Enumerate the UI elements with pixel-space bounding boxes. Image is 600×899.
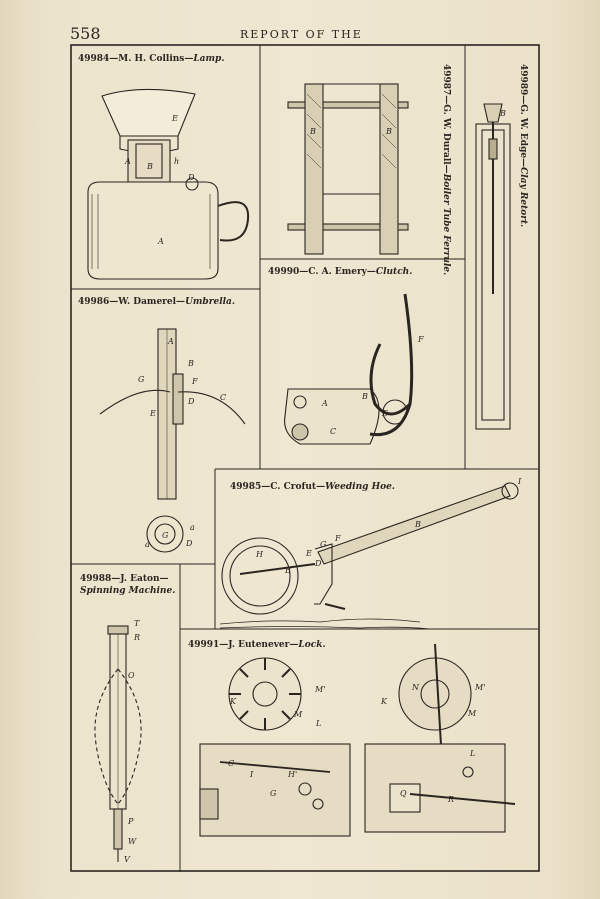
caption-49988-b: Spinning Machine. xyxy=(80,586,175,596)
svg-text:C: C xyxy=(330,427,336,436)
svg-text:A: A xyxy=(167,337,174,346)
page-number: 558 xyxy=(70,24,101,43)
svg-text:D: D xyxy=(185,539,193,548)
svg-text:Q: Q xyxy=(400,789,407,798)
svg-text:D: D xyxy=(187,173,195,182)
svg-text:C: C xyxy=(228,759,234,768)
ferrule-drawing xyxy=(287,83,409,255)
figure-49991-lock: 49991—J. Eutenever—Lock. xyxy=(188,640,516,837)
spinning-drawing xyxy=(94,625,142,862)
svg-text:C: C xyxy=(220,393,226,402)
svg-text:F: F xyxy=(417,335,424,344)
svg-text:B: B xyxy=(187,359,194,368)
svg-text:D: D xyxy=(187,397,195,406)
svg-text:P: P xyxy=(127,817,134,826)
svg-text:N: N xyxy=(411,683,420,692)
svg-text:K: K xyxy=(229,697,237,706)
caption-49989: 49989—G. W. Edge—Clay Retort. xyxy=(518,64,528,227)
svg-text:E: E xyxy=(305,549,312,558)
svg-text:G: G xyxy=(138,375,145,384)
lock-drawing xyxy=(199,643,516,837)
svg-text:K: K xyxy=(380,697,388,706)
svg-text:H: H xyxy=(255,550,264,559)
svg-text:h: h xyxy=(174,157,179,166)
caption-49987: 49987—G. W. Durall—Boiler Tube Ferrule. xyxy=(441,64,451,275)
svg-text:M: M xyxy=(467,709,477,718)
svg-text:H': H' xyxy=(287,770,297,779)
svg-text:B: B xyxy=(309,127,316,136)
svg-text:M': M' xyxy=(474,683,485,692)
svg-text:F: F xyxy=(334,534,341,543)
svg-text:E: E xyxy=(381,409,388,418)
svg-text:R: R xyxy=(447,795,454,804)
svg-text:a: a xyxy=(145,540,150,549)
figure-49988-spinning: 49988—J. Eaton— Spinning Machine. T R O … xyxy=(80,574,175,864)
caption-49991: 49991—J. Eutenever—Lock. xyxy=(188,640,326,650)
svg-text:a: a xyxy=(190,523,195,532)
figure-49985-hoe: 49985—C. Crofut—Weeding Hoe. I B F G E xyxy=(219,477,522,630)
svg-text:L: L xyxy=(469,749,475,758)
svg-text:R: R xyxy=(133,633,140,642)
figure-plate: 49984—M. H. Collins—Lamp. E B A xyxy=(70,44,540,872)
svg-text:W: W xyxy=(128,837,137,846)
caption-49985: 49985—C. Crofut—Weeding Hoe. xyxy=(230,482,395,492)
svg-text:B: B xyxy=(414,520,421,529)
hoe-drawing xyxy=(219,482,519,630)
svg-text:I: I xyxy=(249,770,254,779)
svg-text:L: L xyxy=(315,719,321,728)
svg-text:I: I xyxy=(517,477,522,486)
umbrella-drawing xyxy=(99,328,246,553)
figure-49990-clutch: 49990—C. A. Emery—Clutch. F A B E C xyxy=(268,267,424,445)
svg-text:F: F xyxy=(191,377,198,386)
figure-49984-lamp: 49984—M. H. Collins—Lamp. E B A xyxy=(78,54,250,280)
svg-text:A: A xyxy=(321,399,328,408)
svg-text:B: B xyxy=(284,566,291,575)
svg-text:B: B xyxy=(385,127,392,136)
plate-frame xyxy=(70,44,540,872)
caption-49990: 49990—C. A. Emery—Clutch. xyxy=(268,267,412,277)
svg-text:A: A xyxy=(124,157,131,166)
svg-text:T: T xyxy=(134,619,140,628)
svg-text:V: V xyxy=(124,855,131,864)
running-header: 558 REPORT OF THE xyxy=(0,24,600,44)
svg-text:E: E xyxy=(149,409,156,418)
svg-text:D: D xyxy=(314,559,322,568)
running-head-title: REPORT OF THE xyxy=(240,28,363,41)
retort-drawing xyxy=(475,103,511,430)
svg-text:G: G xyxy=(162,531,169,540)
svg-text:M': M' xyxy=(314,685,325,694)
svg-text:E: E xyxy=(171,114,178,123)
figure-49989-retort: 49989—G. W. Edge—Clay Retort. B xyxy=(475,64,528,430)
svg-text:M: M xyxy=(293,710,303,719)
plate-svg: 49984—M. H. Collins—Lamp. E B A xyxy=(70,44,540,872)
figure-49986-umbrella: 49986—W. Damerel—Umbrella. A B G F D C E xyxy=(78,297,246,553)
svg-text:G: G xyxy=(320,540,327,549)
svg-text:O: O xyxy=(128,671,135,680)
svg-text:B: B xyxy=(499,109,506,118)
svg-text:G: G xyxy=(270,789,277,798)
panel-dividers xyxy=(71,45,538,872)
clutch-drawing xyxy=(284,293,414,445)
lamp-drawing xyxy=(87,88,250,280)
figure-49987-ferrule: 49987—G. W. Durall—Boiler Tube Ferrule. xyxy=(287,64,451,275)
caption-49984: 49984—M. H. Collins—Lamp. xyxy=(78,54,224,64)
svg-text:A: A xyxy=(157,237,164,246)
caption-49986: 49986—W. Damerel—Umbrella. xyxy=(78,297,235,307)
svg-text:B: B xyxy=(361,392,368,401)
caption-49988-a: 49988—J. Eaton— xyxy=(80,574,169,584)
svg-text:B: B xyxy=(146,162,153,171)
